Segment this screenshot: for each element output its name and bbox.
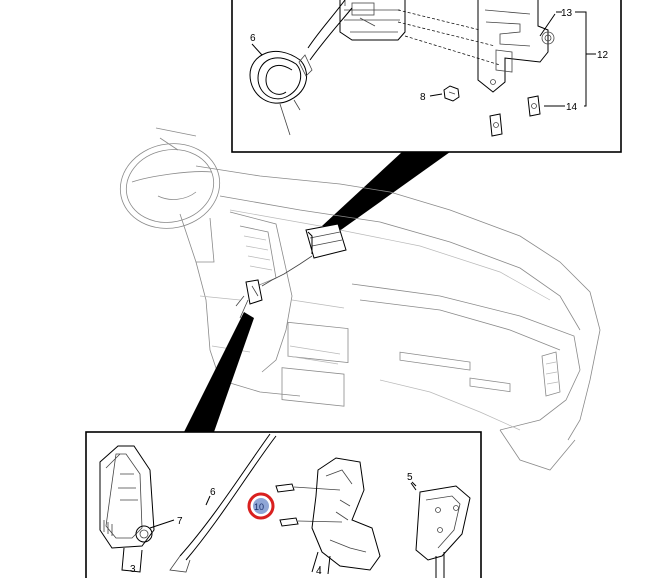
steering-wheel: [119, 127, 221, 263]
center-stack: [229, 211, 349, 407]
mounting-plate-5: [411, 481, 471, 578]
callout-5: 5: [407, 472, 413, 483]
clip-14: [489, 95, 541, 137]
top-inset-frame: [231, 0, 622, 153]
bottom-inset-frame: [85, 431, 482, 578]
callout-8: 8: [420, 92, 426, 103]
dashboard-overview: [119, 127, 601, 471]
screw-8: [443, 85, 460, 102]
control-module: [339, 0, 406, 41]
callout-10-highlight: [247, 492, 275, 520]
callout-3: 3: [130, 564, 136, 575]
trim-cover-4: [311, 457, 381, 575]
top-detail-inset: 13 12 6 8 14: [231, 0, 622, 153]
leader-wedge-top: [322, 152, 450, 232]
callout-13: 13: [561, 8, 573, 19]
callout-12: 12: [597, 50, 609, 61]
callout-4: 4: [316, 566, 322, 577]
harness-installed: [235, 255, 313, 319]
fastener-7: [135, 519, 175, 543]
callout-10: 10: [254, 502, 264, 512]
control-module-installed: [305, 223, 347, 259]
alignment-dashes: [397, 9, 501, 66]
callout-6-bottom: 6: [210, 487, 216, 498]
wiring-harness-bottom: [169, 433, 277, 573]
callout-14: 14: [566, 102, 578, 113]
mirror-housing: [99, 445, 155, 573]
right-dash: [351, 283, 581, 471]
bottom-detail-inset: 6 7 10 5 3 4: [85, 431, 482, 578]
leader-wedge-bottom: [184, 312, 254, 432]
mounting-bracket: [477, 0, 555, 93]
callout-7: 7: [177, 516, 183, 527]
callout-6-top: 6: [250, 33, 256, 44]
wiring-harness-top: [249, 0, 353, 136]
